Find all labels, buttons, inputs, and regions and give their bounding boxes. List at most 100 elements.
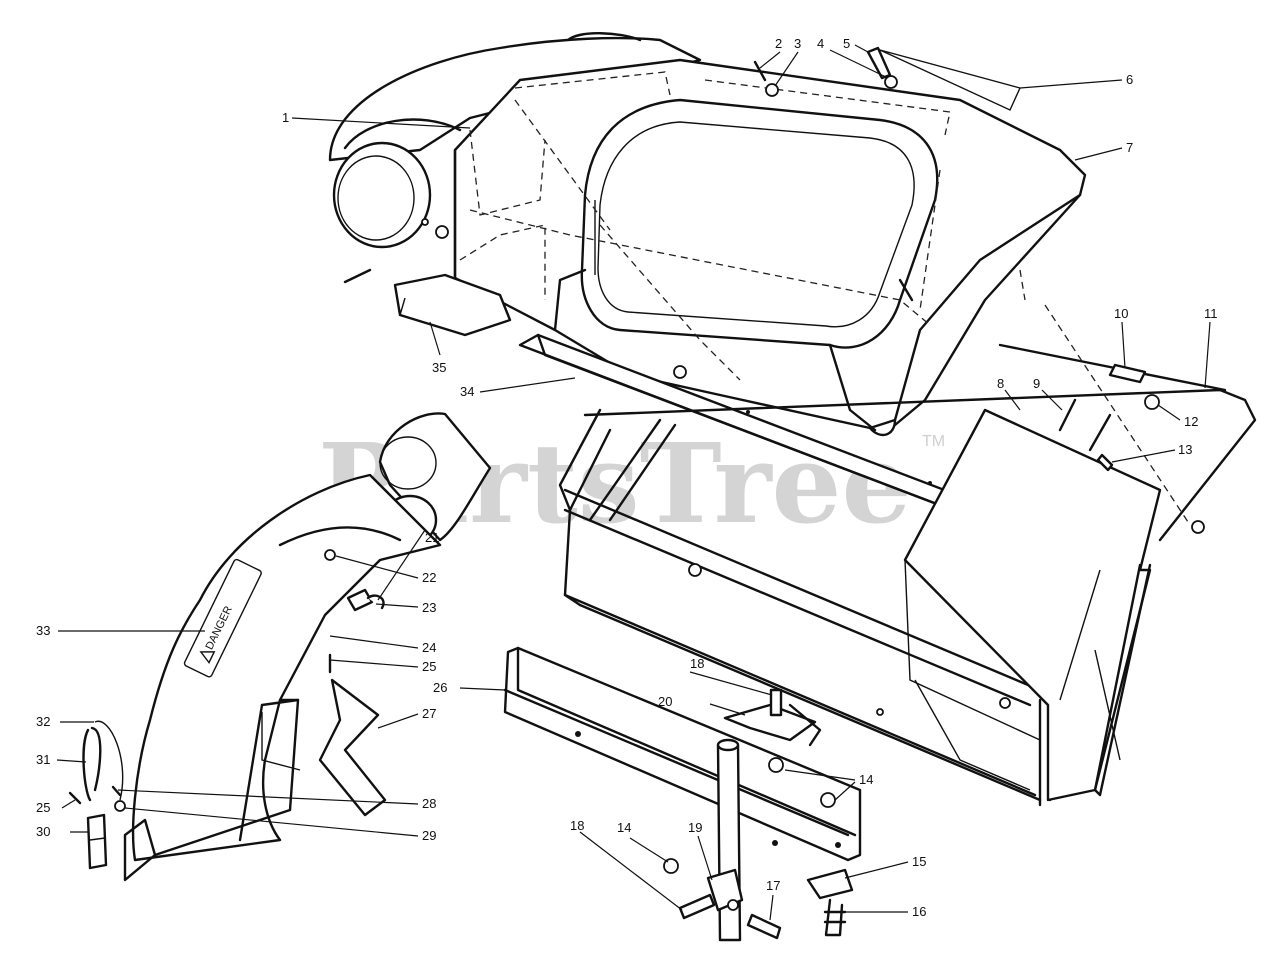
- leader-4: [829, 49, 889, 79]
- cover-bracket-edge: [399, 297, 406, 316]
- rail-flange: [536, 333, 1002, 530]
- leader-14b: [629, 837, 669, 863]
- clip-32: [94, 720, 124, 801]
- frame-bottom-front: [578, 603, 1042, 802]
- adapter-tube: [378, 412, 492, 542]
- cover-side-crease: [553, 268, 587, 332]
- bracket-20: [723, 703, 817, 742]
- hairpin-31: [82, 726, 102, 802]
- bolt-17: [746, 913, 782, 940]
- cover-tube-inner: [337, 155, 415, 241]
- frame-clip-13: [1096, 453, 1114, 472]
- leader-22: [335, 555, 419, 579]
- leader-3: [774, 51, 799, 87]
- chute-plate: [261, 712, 301, 771]
- leader-7: [1074, 147, 1123, 161]
- nut-22: [324, 549, 336, 561]
- callout-25b: 25: [36, 800, 50, 815]
- callout-6: 6: [1126, 72, 1133, 87]
- leader-18b: [579, 831, 683, 911]
- callout-21: 21: [425, 530, 439, 545]
- bag-crease: [1059, 569, 1101, 701]
- callout-2: 2: [775, 36, 782, 51]
- leader-25b: [61, 799, 76, 809]
- leader-1: [291, 117, 471, 129]
- hardware-washer-3: [765, 83, 779, 97]
- leader-31: [56, 759, 87, 763]
- bag-front-fold: [904, 559, 1041, 741]
- rail-hole-1: [746, 410, 750, 414]
- clamp-24: [346, 588, 374, 612]
- decal-edge: [879, 49, 1021, 111]
- mount-post: [716, 743, 742, 942]
- cover-window-outline: [597, 121, 915, 328]
- leader-23: [375, 603, 419, 608]
- chute-bracket-27: [318, 678, 387, 817]
- cover-nut-front: [673, 365, 687, 379]
- frame-front-top-2: [563, 508, 1032, 707]
- callout-20: 20: [658, 694, 672, 709]
- pin-28: [111, 785, 122, 797]
- callout-8: 8: [997, 376, 1004, 391]
- hardware-pin-2: [753, 60, 767, 82]
- callout-27: 27: [422, 706, 436, 721]
- leader-9: [1041, 389, 1063, 411]
- nut-14-lower: [663, 858, 679, 874]
- spring-16-coils: [823, 910, 847, 924]
- pin-25-lower: [68, 791, 82, 805]
- catcher-cover: [328, 32, 1087, 437]
- callout-30: 30: [36, 824, 50, 839]
- leader-18a: [689, 671, 773, 696]
- cover-bolt-head: [421, 218, 429, 226]
- bag-handle-1: [1058, 398, 1077, 432]
- callout-14a: 14: [859, 772, 873, 787]
- callout-9: 9: [1033, 376, 1040, 391]
- callout-10: 10: [1114, 306, 1128, 321]
- callout-19: 19: [688, 820, 702, 835]
- leader-29: [124, 807, 419, 837]
- hidden-line-frame-2: [1019, 269, 1026, 301]
- hidden-line-5: [514, 99, 611, 231]
- leader-14a: [784, 769, 856, 801]
- leader-20: [709, 703, 746, 716]
- hidden-line-1: [469, 129, 546, 216]
- mount-hole-2: [772, 840, 778, 846]
- bolt-18-upper: [769, 688, 783, 717]
- catcher-frame: [558, 269, 1257, 807]
- leader-2: [759, 51, 781, 69]
- callout-22: 22: [422, 570, 436, 585]
- callout-18b: 18: [570, 818, 584, 833]
- chute-tip: [123, 818, 157, 882]
- callout-14b: 14: [617, 820, 631, 835]
- callout-numbers: 1 2 3 4 5 6 7 8 9 10 11 12 13 14 14 15 1…: [36, 36, 1218, 919]
- danger-decal-frame: [183, 558, 262, 678]
- callout-23: 23: [422, 600, 436, 615]
- nut-14-upper: [768, 757, 784, 773]
- bracket-19-hole: [727, 899, 739, 911]
- bag-side-panel: [1093, 563, 1152, 797]
- hidden-line-4: [469, 209, 931, 326]
- callout-16: 16: [912, 904, 926, 919]
- cover-pin-right: [898, 278, 914, 302]
- adapter-rim: [379, 436, 437, 490]
- callout-26: 26: [433, 680, 447, 695]
- leader-12: [1157, 404, 1181, 421]
- leader-8: [1004, 389, 1021, 411]
- bag-bottom: [914, 679, 1031, 791]
- leader-11: [1204, 321, 1211, 389]
- frame-knob-right: [999, 697, 1011, 709]
- leader-26: [459, 687, 506, 691]
- callout-4: 4: [817, 36, 824, 51]
- leader-24: [329, 635, 419, 649]
- hidden-line-2: [514, 71, 671, 96]
- cover-tube-rim: [566, 32, 642, 42]
- leader-35: [429, 321, 441, 356]
- bag-body: [903, 408, 1162, 802]
- callout-13: 13: [1178, 442, 1192, 457]
- frame-nut-right: [1191, 520, 1205, 534]
- cover-rear-crease: [828, 343, 877, 432]
- chute-seam: [278, 526, 402, 547]
- frame-bottom-front-2: [563, 593, 1037, 797]
- leader-17: [769, 894, 774, 921]
